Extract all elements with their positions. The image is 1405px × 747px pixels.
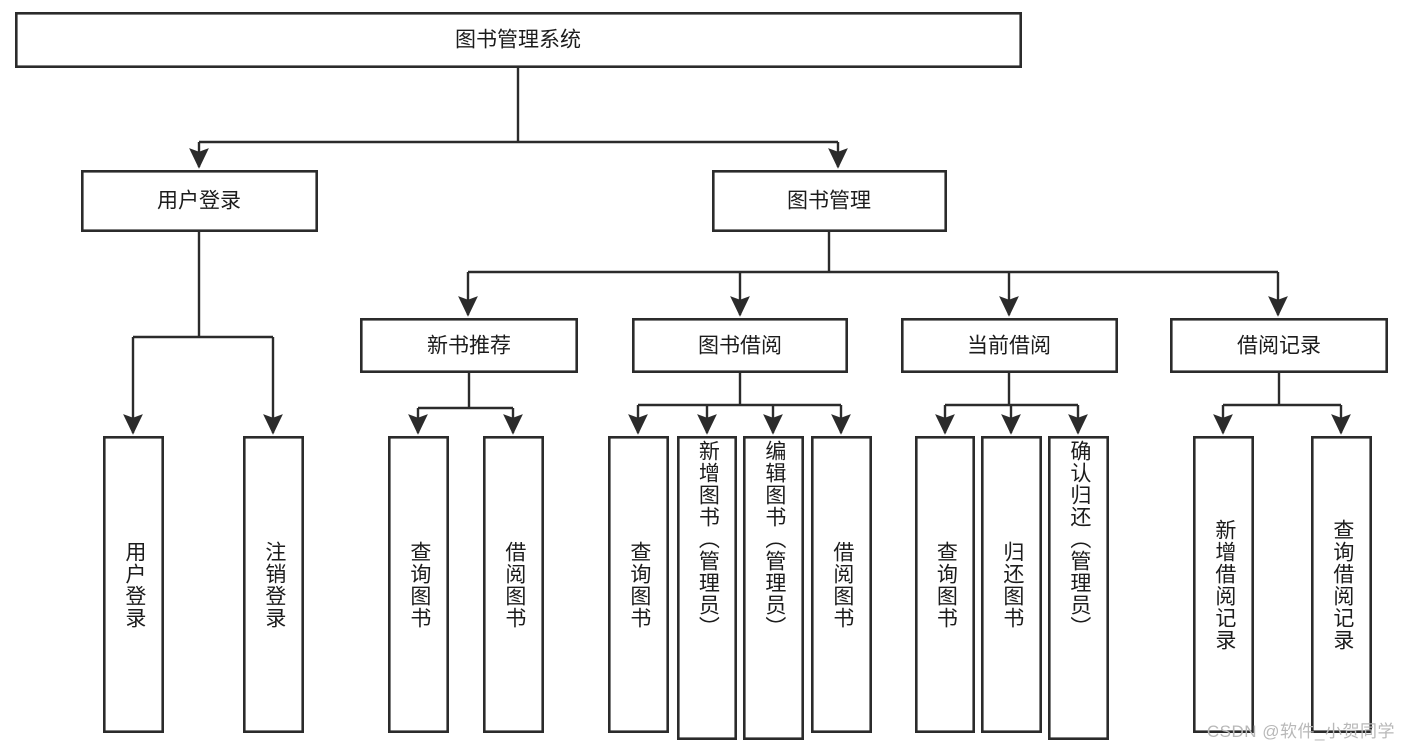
leaf-add-book-box[interactable] xyxy=(676,435,737,740)
watermark-text: CSDN @软件_小贺同学 xyxy=(1206,722,1395,741)
node-root-label: 图书管理系统 xyxy=(455,29,581,52)
node-book-manage-box[interactable] xyxy=(711,170,947,233)
leaf-return-book-box[interactable] xyxy=(980,435,1042,733)
leaf-add-record-box[interactable] xyxy=(1193,435,1255,733)
node-current-borrow-label: 当前借阅 xyxy=(967,335,1051,358)
node-current-borrow-box[interactable] xyxy=(900,317,1118,373)
leaf-borrow-book-2-box[interactable] xyxy=(810,435,872,733)
leaf-edit-book-box[interactable] xyxy=(742,435,804,740)
node-new-book-rec-box[interactable] xyxy=(359,317,578,373)
node-book-borrow-label: 图书借阅 xyxy=(698,335,782,358)
leaf-query-book-3-box[interactable] xyxy=(914,435,975,733)
node-book-manage-label: 图书管理 xyxy=(787,190,871,213)
node-root-box[interactable] xyxy=(14,12,1023,69)
leaf-confirm-return-box[interactable] xyxy=(1048,435,1110,740)
node-book-borrow-box[interactable] xyxy=(631,317,848,373)
leaf-user-logout-box[interactable] xyxy=(243,435,305,733)
node-new-book-rec-label: 新书推荐 xyxy=(427,335,511,358)
leaf-query-book-1-box[interactable] xyxy=(387,435,449,733)
node-borrow-record-box[interactable] xyxy=(1170,317,1389,373)
leaf-user-login-box[interactable] xyxy=(103,435,165,733)
node-borrow-record-label: 借阅记录 xyxy=(1237,335,1321,358)
node-user-login-label: 用户登录 xyxy=(157,190,241,213)
leaf-borrow-book-1-box[interactable] xyxy=(482,435,544,733)
leaf-query-record-box[interactable] xyxy=(1311,435,1373,733)
node-user-login-box[interactable] xyxy=(81,170,318,233)
leaf-query-book-2-box[interactable] xyxy=(607,435,669,733)
